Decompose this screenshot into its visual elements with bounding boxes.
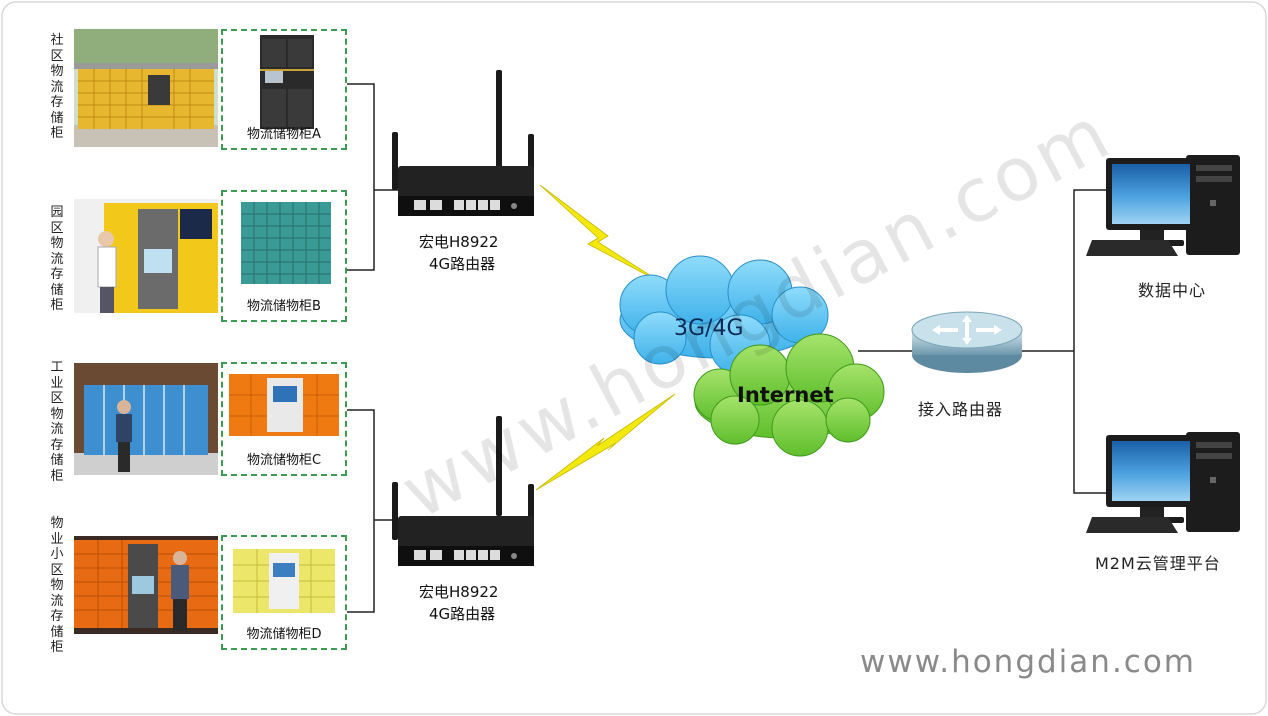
site-label-park: 园区物流存储柜 (50, 205, 64, 313)
website-text: www.hongdian.com (860, 644, 1197, 680)
router-top-label: 宏电H8922 4G路由器 (419, 231, 498, 275)
site-label-community: 社区物流存储柜 (50, 33, 64, 141)
internet-cloud (693, 333, 885, 457)
cabinet-a-image (260, 35, 314, 129)
router-bottom-model: 4G路由器 (429, 605, 496, 623)
router-top-name: 宏电H8922 (419, 233, 499, 251)
mobile-network-cloud (619, 255, 829, 376)
cabinet-box-c: 物流储物柜C (221, 362, 347, 476)
site-label-industrial: 工业区物流存储柜 (50, 360, 64, 484)
cabinet-box-d: 物流储物柜D (221, 535, 347, 650)
router-top-model: 4G路由器 (429, 255, 496, 273)
cabinet-d-image (233, 549, 335, 613)
cabinet-label-d: 物流储物柜D (246, 627, 322, 642)
mobile-network-label: 3G/4G (674, 316, 744, 341)
cabinet-label-b: 物流储物柜B (247, 299, 321, 314)
photo-property-lockers (74, 536, 218, 634)
access-router-device (911, 311, 1023, 373)
access-router-label: 接入路由器 (918, 400, 1004, 419)
photo-industrial-lockers (74, 363, 218, 475)
bottom-bracket (347, 409, 398, 613)
m2m-platform-label: M2M云管理平台 (1095, 554, 1221, 573)
cabinet-box-a: 物流储物柜A (221, 29, 347, 150)
data-center-label: 数据中心 (1138, 281, 1207, 300)
cabinet-box-b: 物流储物柜B (221, 190, 347, 322)
top-bracket (347, 83, 398, 271)
right-lines (858, 189, 1108, 494)
cabinet-b-image (241, 202, 331, 284)
cabinet-c-image (229, 374, 339, 436)
cabinet-label-c: 物流储物柜C (246, 453, 322, 468)
internet-label: Internet (737, 383, 834, 407)
data-center-computer (1086, 155, 1240, 256)
site-label-property: 物业小区物流存储柜 (50, 516, 64, 655)
router-bottom-name: 宏电H8922 (419, 583, 499, 601)
lightning-bolt-bottom (535, 393, 676, 491)
router-bottom-label: 宏电H8922 4G路由器 (419, 581, 498, 625)
m2m-platform-computer (1086, 432, 1240, 533)
photo-park-lockers (74, 199, 218, 313)
photo-community-lockers (74, 29, 218, 147)
router-bottom-device (392, 416, 534, 566)
router-top-device (392, 70, 534, 216)
lightning-bolt-top (539, 184, 663, 284)
cabinet-label-a: 物流储物柜A (247, 127, 321, 142)
